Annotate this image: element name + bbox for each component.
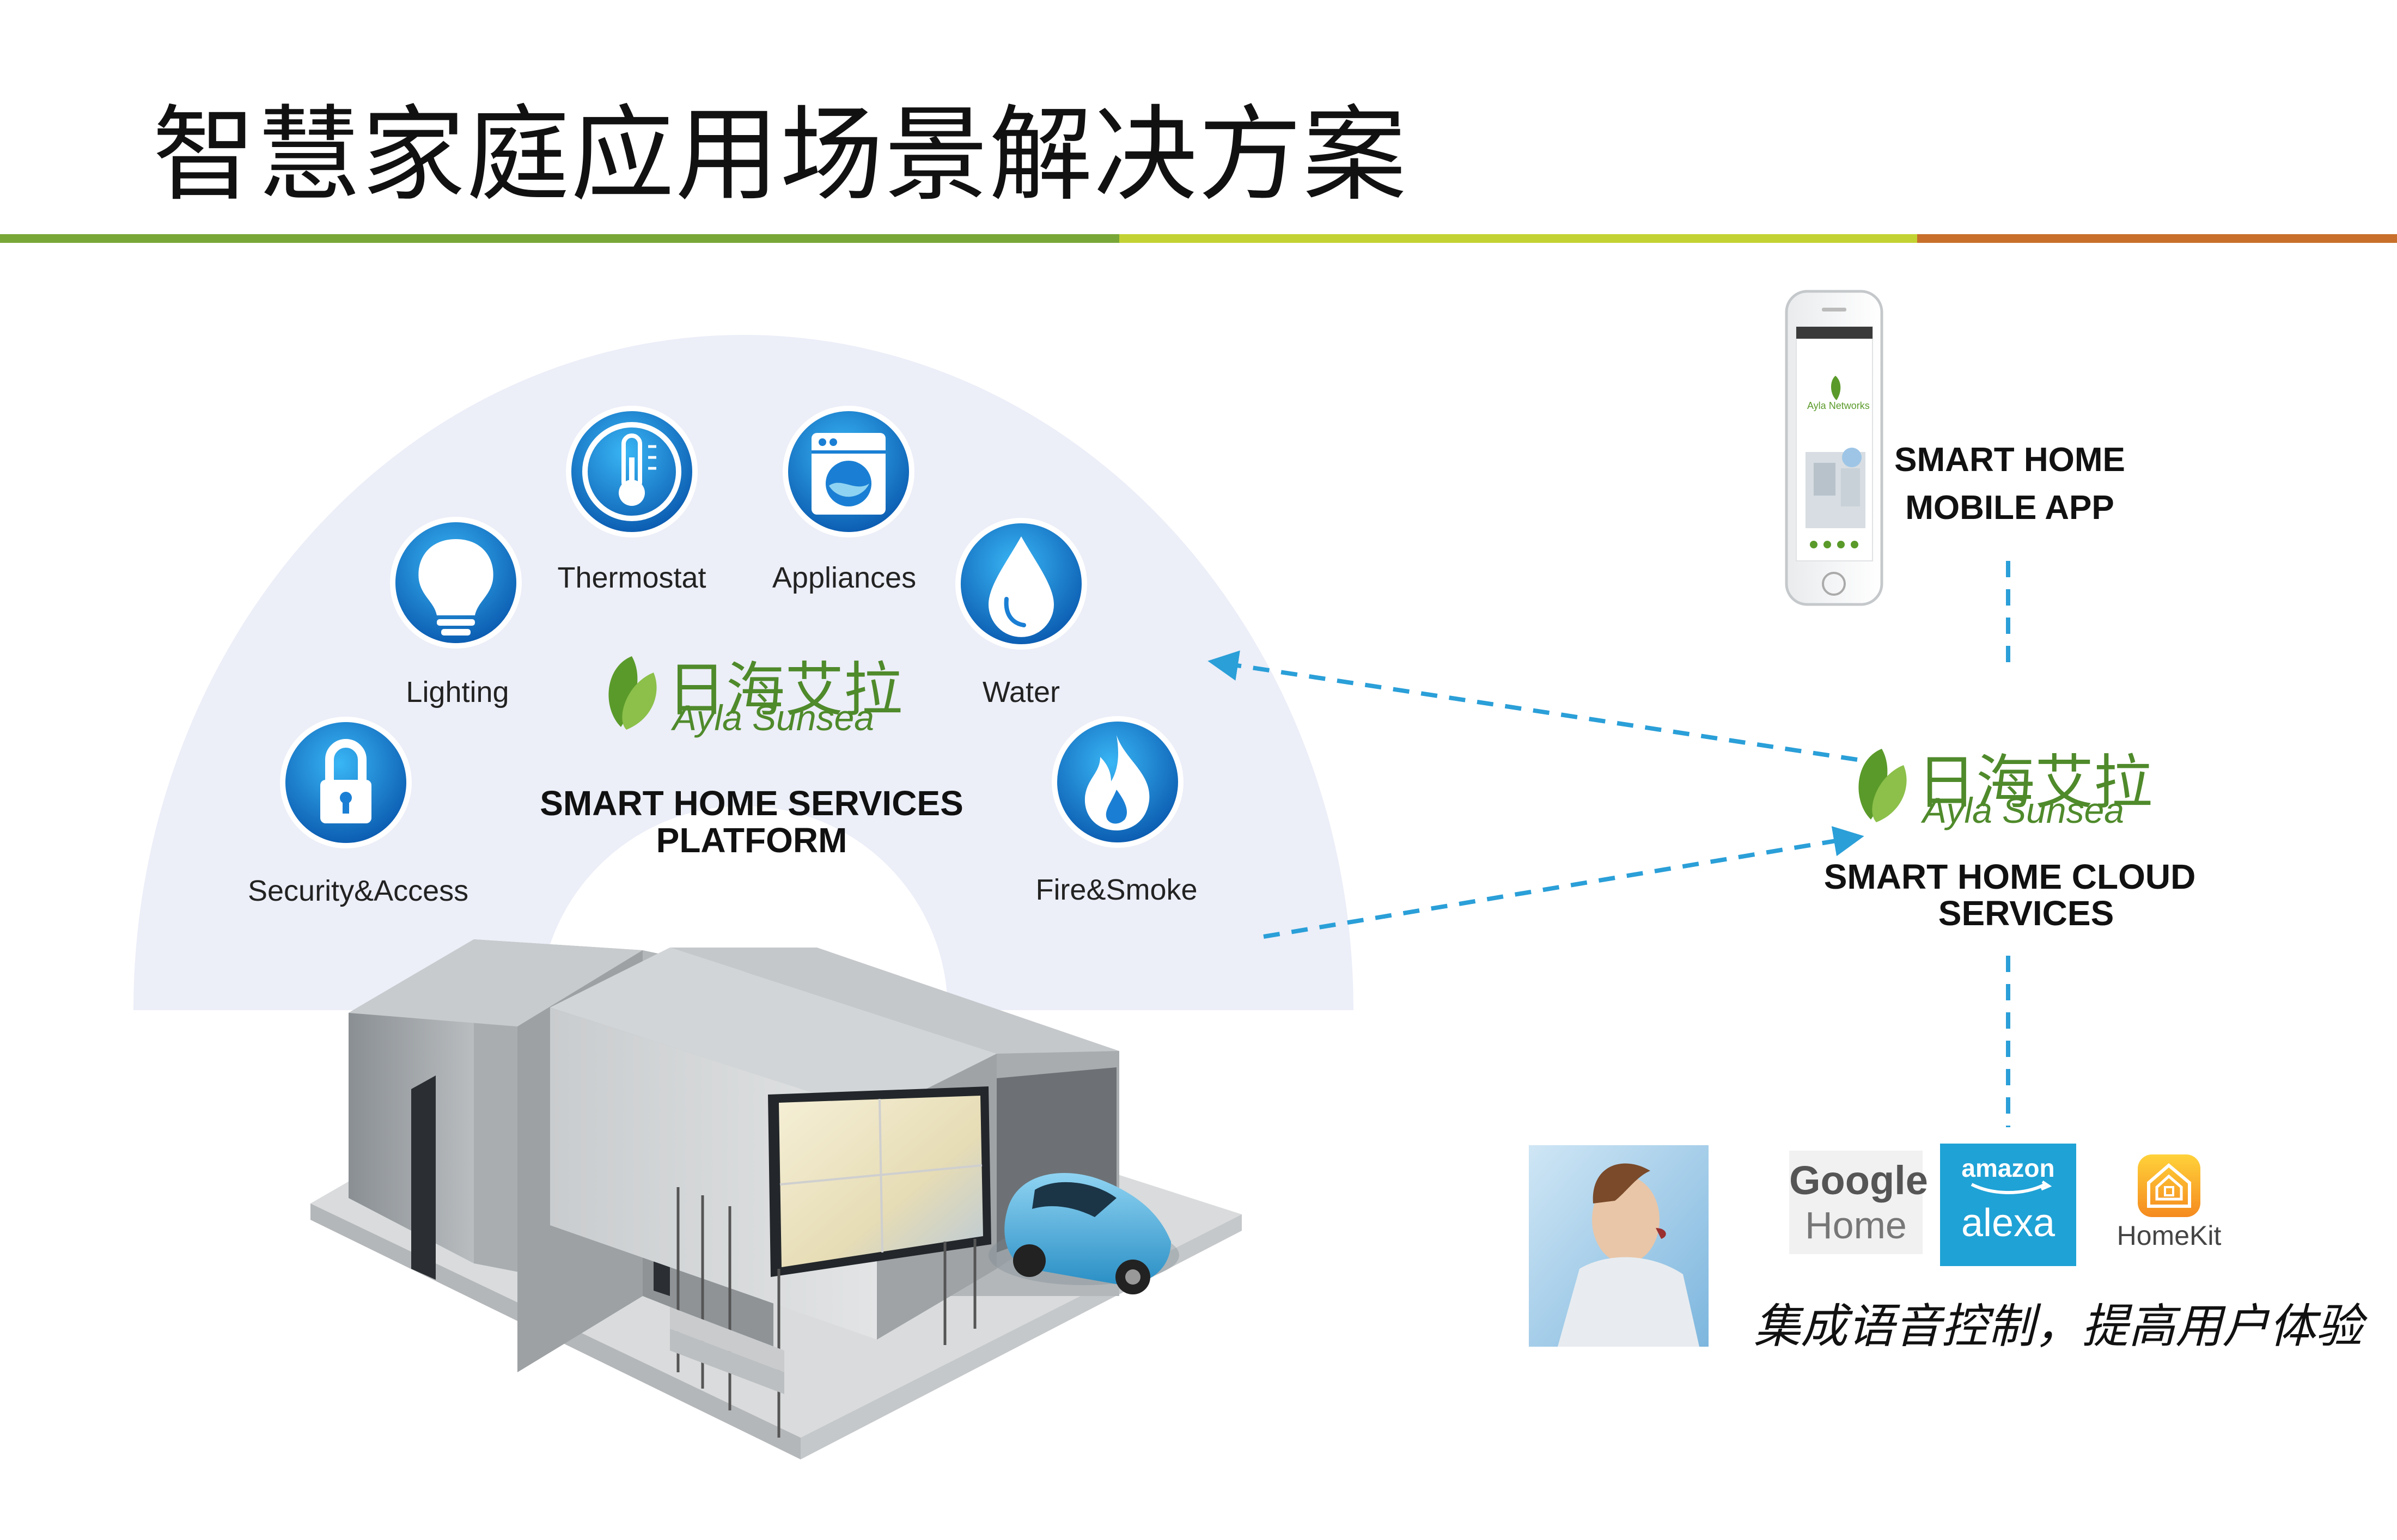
cloud-brand-en: Ayla Sunsea <box>1923 790 2124 830</box>
google-home-line2: Home <box>1805 1204 1907 1246</box>
header-bar-orange <box>1917 234 2397 243</box>
alexa-wordmark: alexa <box>1961 1201 2056 1245</box>
platform-label-line1: SMART HOME SERVICES <box>540 784 963 823</box>
amazon-alexa-logo <box>1940 1144 2076 1266</box>
page-title: 智慧家庭应用场景解决方案 <box>153 95 1408 215</box>
device-icon-security[interactable] <box>280 717 412 848</box>
cloud-leaf-logo-icon <box>1858 749 1907 822</box>
phone-screen-text: Ayla Networks <box>1807 400 1870 411</box>
amazon-smile-icon <box>2041 1180 2052 1191</box>
device-icon-appliances[interactable] <box>783 406 914 537</box>
amazon-wordmark: amazon <box>1961 1154 2055 1182</box>
device-icon-thermostat[interactable] <box>566 406 698 537</box>
header-bar-lime <box>1119 234 1917 243</box>
device-icon-water[interactable] <box>955 518 1087 650</box>
google-home-line1: Google <box>1789 1158 1928 1203</box>
smart-house-illustration <box>310 939 1242 1459</box>
voice-user-photo <box>1529 1145 1709 1347</box>
homekit-label: HomeKit <box>2117 1220 2222 1251</box>
car-illustration <box>989 1173 1179 1294</box>
device-label-thermostat: Thermostat <box>557 561 706 594</box>
cloud-brand-cn: 日海艾拉 <box>1917 749 2153 817</box>
device-label-security: Security&Access <box>248 875 469 907</box>
mobile-phone-illustration <box>1785 290 1883 606</box>
mobile-label-line2: MOBILE APP <box>1905 489 2114 527</box>
platform-brand-en: Ayla Sunsea <box>673 698 874 738</box>
dashed-arrow-home-to-cloud <box>1263 826 1864 939</box>
device-label-appliances: Appliances <box>772 561 917 594</box>
device-label-water: Water <box>982 676 1060 708</box>
cloud-label-line2: SERVICES <box>1938 894 2114 933</box>
device-label-fire: Fire&Smoke <box>1035 873 1198 906</box>
platform-leaf-logo-icon <box>608 656 657 730</box>
homekit-icon <box>2138 1154 2200 1217</box>
cloud-label-line1: SMART HOME CLOUD <box>1823 857 2196 896</box>
platform-arc <box>133 335 1353 1010</box>
voice-caption: 集成语音控制，提高用户体验 <box>1754 1299 2363 1354</box>
mobile-label-line1: SMART HOME <box>1894 441 2125 479</box>
device-label-lighting: Lighting <box>406 676 509 708</box>
header-bar-green <box>0 234 1119 243</box>
google-home-logo <box>1789 1151 1923 1254</box>
platform-brand-cn: 日海艾拉 <box>667 656 903 724</box>
dashed-arrow-cloud-to-platform <box>1207 650 1858 762</box>
device-icon-lighting[interactable] <box>390 517 522 649</box>
platform-label-line2: PLATFORM <box>656 821 847 860</box>
device-icon-fire[interactable] <box>1052 716 1184 848</box>
